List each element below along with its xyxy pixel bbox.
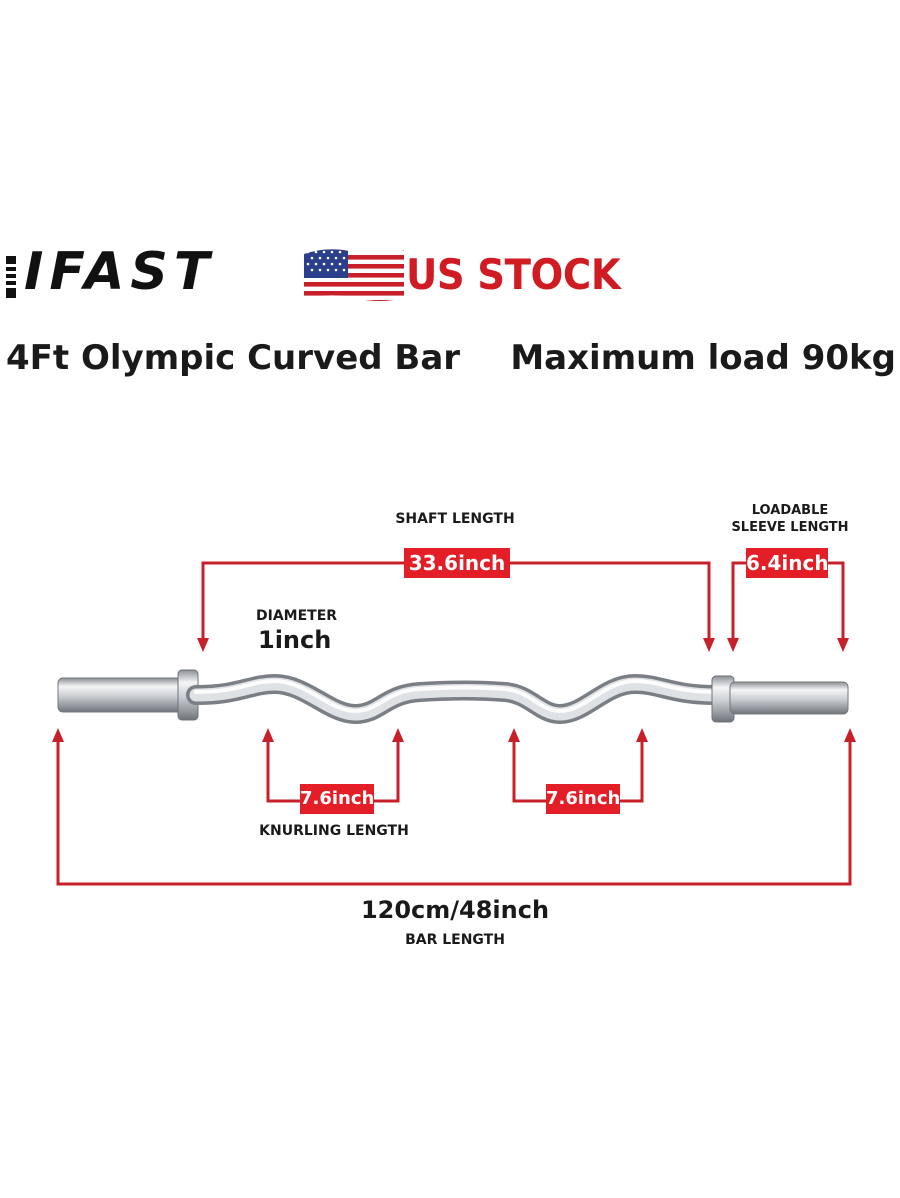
us-stock-badge: US STOCK bbox=[406, 250, 621, 299]
sleeve-left-arrow bbox=[727, 638, 739, 652]
sleeve-length-label-line1: LOADABLE bbox=[751, 503, 829, 518]
bar-length-bracket bbox=[56, 740, 852, 886]
diameter-label: DIAMETER bbox=[256, 608, 338, 624]
shaft-length-value: 33.6inch bbox=[404, 548, 510, 578]
shaft-length-bracket bbox=[201, 561, 711, 646]
bar-length-left-arrow bbox=[52, 728, 64, 742]
shaft-length-label: SHAFT LENGTH bbox=[395, 511, 515, 527]
knurling-left-value: 7.6inch bbox=[300, 784, 374, 814]
sleeve-length-value: 6.4inch bbox=[746, 548, 829, 578]
sleeve-length-bracket bbox=[731, 561, 845, 646]
curved-barbell bbox=[57, 669, 849, 725]
shaft-left-arrow bbox=[197, 638, 209, 652]
knurling-right-bracket bbox=[512, 738, 644, 803]
max-load-text: Maximum load 90kg bbox=[510, 338, 896, 378]
knurling-right-arrow-a bbox=[508, 728, 520, 742]
knurling-left-bracket bbox=[266, 738, 400, 803]
knurling-left-arrow-a bbox=[262, 728, 274, 742]
sleeve-right-arrow bbox=[837, 638, 849, 652]
sleeve-length-label-line2: SLEEVE LENGTH bbox=[731, 520, 849, 535]
bar-length-label: BAR LENGTH bbox=[405, 932, 505, 948]
product-title: 4Ft Olympic Curved Bar bbox=[6, 338, 461, 378]
brand-logo-mark bbox=[6, 256, 16, 298]
knurling-length-label: KNURLING LENGTH bbox=[259, 823, 409, 839]
knurling-left-arrow-b bbox=[392, 728, 404, 742]
bar-length-right-arrow bbox=[844, 728, 856, 742]
shaft-right-arrow bbox=[703, 638, 715, 652]
left-sleeve bbox=[57, 677, 183, 713]
diameter-value: 1inch bbox=[258, 626, 332, 654]
us-flag-icon bbox=[304, 249, 404, 302]
right-sleeve bbox=[729, 681, 849, 715]
brand-logo-text: IFAST bbox=[24, 242, 216, 302]
knurling-right-arrow-b bbox=[636, 728, 648, 742]
bar-length-value: 120cm/48inch bbox=[360, 896, 550, 924]
knurling-right-value: 7.6inch bbox=[546, 784, 620, 814]
